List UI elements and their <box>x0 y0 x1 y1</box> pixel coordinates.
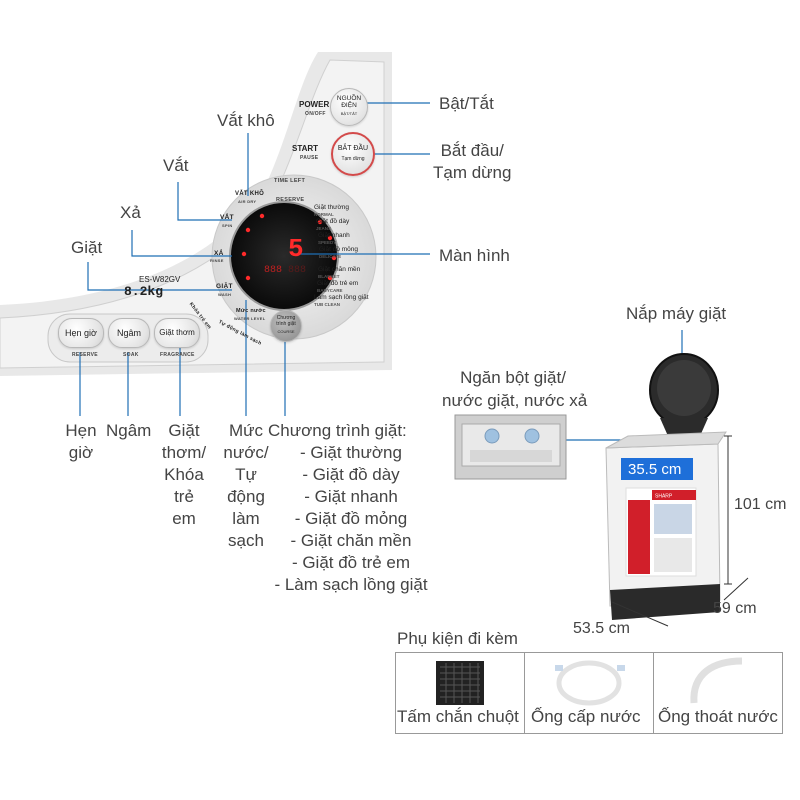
callout-program-item: - Giặt đồ dày <box>302 465 400 484</box>
power-label: POWER <box>299 100 330 109</box>
callout-rinse: Xả <box>120 203 141 222</box>
callout-line-rinse <box>131 230 232 257</box>
soak-button-label: Ngâm <box>116 328 141 338</box>
accessories-title: Phụ kiện đi kèm <box>397 629 518 648</box>
program-button-label: Chương trình giặt <box>276 315 296 327</box>
inlet-hose-icon <box>555 660 625 706</box>
reserve-button[interactable]: Hẹn giờ <box>58 318 104 348</box>
svg-text:SHARP: SHARP <box>655 494 673 500</box>
capacity-label: 8.2kg <box>124 284 164 299</box>
power-button-label: NGUỒN ĐIỆN <box>336 95 362 109</box>
wash-indicator: GIẶT <box>216 283 233 290</box>
fragrance-button-label: Giặt thơm <box>159 328 195 337</box>
accessory-label: Ống cấp nước <box>531 707 641 726</box>
soak-button-sublabel: SOAK <box>123 352 139 358</box>
callout-program-item: - Giặt đồ mỏng <box>294 509 408 528</box>
accessory-label: Tấm chắn chuột <box>397 707 519 726</box>
wash-indicator-sub: WASH <box>218 292 232 297</box>
callout-soak: Ngâm <box>106 421 152 440</box>
callout-wash: Giặt <box>71 238 103 257</box>
svg-text:888: 888 <box>288 265 306 276</box>
depth-dimension: 59 cm <box>713 600 757 617</box>
accessory-card-rat-guard <box>395 652 525 734</box>
callout-dry: Vắt khô <box>217 111 275 130</box>
display-digit: 5 <box>288 234 304 264</box>
start-pause-button[interactable]: BẮT ĐẦU Tạm dừng <box>331 132 375 176</box>
callout-program-item: - Giặt chăn mền <box>290 531 412 550</box>
callout-water-level: Mức nước/ Tự động làm sạch <box>223 421 269 550</box>
fragrance-button-sublabel: FRAGRANCE <box>160 352 195 358</box>
width-dimension: 53.5 cm <box>573 620 630 637</box>
reserve-button-label: Hẹn giờ <box>65 328 97 338</box>
drain-hose-icon <box>690 657 743 704</box>
callout-line-spin <box>177 182 232 221</box>
rat-guard-icon <box>436 661 484 705</box>
callout-spin: Vắt <box>163 156 189 175</box>
callout-lid: Nắp máy giặt <box>626 304 727 323</box>
water-level-sublabel: WATER LEVEL <box>234 316 266 321</box>
callout-display: Màn hình <box>439 246 510 265</box>
callout-start: Bắt đầu/ Tạm dừng <box>433 141 512 182</box>
fragrance-button[interactable]: Giặt thơm <box>154 318 200 348</box>
height-dimension: 101 cm <box>734 496 787 513</box>
model-number: ES-W82GV <box>139 275 181 284</box>
rinse-indicator: XẢ <box>214 250 224 257</box>
callout-line-wash <box>87 262 232 291</box>
start-button-label: BẮT ĐẦU <box>337 145 369 152</box>
start-button-sublabel: Tạm dừng <box>341 156 365 162</box>
time-left-label: TIME LEFT <box>274 178 306 184</box>
callout-power: Bật/Tắt <box>439 94 494 113</box>
accessory-label: Ống thoát nước <box>658 707 778 726</box>
power-button-sublabel: BẬT/TẮT <box>340 111 358 116</box>
callout-reserve: Hẹn giờ <box>65 421 97 462</box>
program-button-sublabel: COURSE <box>277 329 295 334</box>
spin-indicator: VẮT <box>220 214 234 221</box>
start-label: START <box>292 144 319 153</box>
svg-text:888: 888 <box>264 265 282 276</box>
power-button[interactable]: NGUỒN ĐIỆN BẬT/TẮT <box>330 88 368 126</box>
power-sublabel: ON/OFF <box>305 111 326 117</box>
callout-fragrance: Giặt thơm/ Khóa trẻ em <box>161 421 207 528</box>
reserve-indicator: RESERVE <box>276 197 305 203</box>
callout-drawer: Ngăn bột giặt/ nước giặt, nước xả <box>442 368 588 410</box>
dry-indicator-sub: AIR DRY <box>238 199 257 204</box>
callout-program-item: - Giặt đồ trẻ em <box>291 553 411 572</box>
start-sublabel: PAUSE <box>300 155 319 161</box>
accessory-card-inlet-hose <box>524 652 654 734</box>
callout-programs-title: Chương trình giặt: <box>268 421 407 440</box>
callout-programs: Chương trình giặt: - Giặt thường - Giặt … <box>268 420 434 596</box>
callout-program-item: - Làm sạch lồng giặt <box>274 575 428 594</box>
water-level-label: Mức nước <box>236 308 266 314</box>
accessory-card-drain-hose <box>653 652 783 734</box>
callout-program-item: - Giặt nhanh <box>304 487 398 506</box>
callout-program-item: - Giặt thường <box>300 443 402 462</box>
spin-indicator-sub: SPIN <box>222 223 233 228</box>
opening-dimension: 35.5 cm <box>628 461 682 478</box>
dry-indicator: VẮT KHÔ <box>235 191 265 197</box>
opening-dimension-box <box>621 458 693 480</box>
soak-button[interactable]: Ngâm <box>108 318 150 348</box>
rinse-indicator-sub: RINSE <box>210 258 224 263</box>
reserve-button-sublabel: RESERVE <box>72 352 98 358</box>
